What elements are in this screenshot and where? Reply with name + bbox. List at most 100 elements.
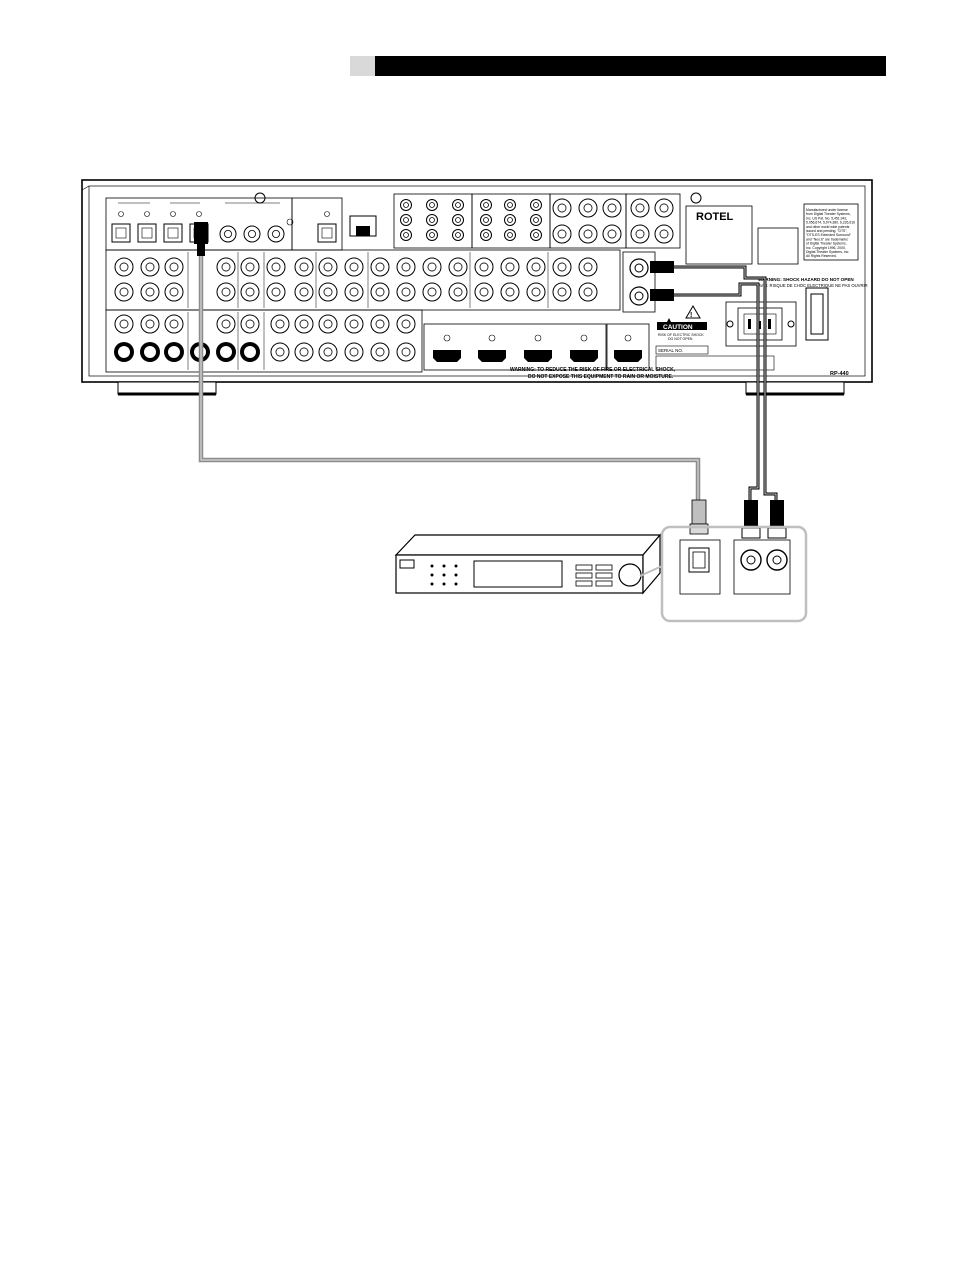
- source-button: [454, 564, 458, 568]
- rca-jack: [448, 282, 468, 302]
- rca-jack-center: [483, 217, 489, 223]
- rca-jack: [294, 282, 314, 302]
- optical-led: [170, 211, 176, 217]
- rca-jack-center: [583, 287, 593, 297]
- source-key: [575, 580, 593, 587]
- component-video-jacks: [400, 199, 542, 241]
- source-key: [575, 564, 593, 571]
- rca-jack: [500, 257, 520, 277]
- rca-jack-center: [169, 287, 179, 297]
- rca-jack: [370, 282, 390, 302]
- rca-jack: [266, 257, 286, 277]
- rca-jack: [504, 199, 516, 211]
- rca-jack-center: [505, 262, 515, 272]
- rca-jack-center: [375, 287, 385, 297]
- rca-jack: [530, 199, 542, 211]
- rca-jack: [426, 199, 438, 211]
- rca-jack-center: [483, 202, 489, 208]
- rca-jack: [370, 257, 390, 277]
- hdmi-port: [433, 350, 461, 362]
- rca-jack-center: [145, 262, 155, 272]
- rca-jack-center: [275, 319, 285, 329]
- rca-jack: [426, 214, 438, 226]
- rca-jack-center: [401, 287, 411, 297]
- rca-jack-center: [583, 262, 593, 272]
- rca-jack-center: [375, 262, 385, 272]
- rca-jack: [344, 257, 364, 277]
- rca-jack: [500, 282, 520, 302]
- rca-jack: [578, 198, 598, 218]
- rca-jack: [552, 224, 572, 244]
- rca-jack-center: [507, 232, 513, 238]
- rca-jack-center: [245, 262, 255, 272]
- rca-jack-center: [169, 262, 179, 272]
- rca-jack-center: [557, 287, 567, 297]
- rca-jack-center: [531, 262, 541, 272]
- rca-jack: [219, 225, 237, 243]
- rca-jack-center: [557, 262, 567, 272]
- warning-sub: DO NOT EXPOSE THIS EQUIPMENT TO RAIN OR …: [528, 374, 674, 380]
- rca-jack-center: [659, 229, 669, 239]
- rca-jack: [480, 214, 492, 226]
- rca-jack: [474, 282, 494, 302]
- rca-jack-center: [375, 319, 385, 329]
- serial-label: SERIAL NO.: [658, 348, 683, 353]
- brand-logo: ROTEL: [696, 211, 734, 223]
- warning-main: WARNING: TO REDUCE THE RISK OF FIRE OR E…: [510, 367, 676, 373]
- rca-jack: [164, 257, 184, 277]
- rca-jack: [474, 257, 494, 277]
- rca-jack: [114, 314, 134, 334]
- rca-jack: [240, 314, 260, 334]
- rca-jack-center: [271, 262, 281, 272]
- rca-jack: [370, 342, 390, 362]
- rca-jack: [140, 282, 160, 302]
- header-tab: [350, 56, 375, 76]
- optical-port-inner: [167, 227, 179, 239]
- rca-jack-center: [323, 319, 333, 329]
- source-button: [430, 573, 434, 577]
- svg-text:!: !: [690, 312, 692, 319]
- source-key: [595, 572, 613, 579]
- rca-jack: [318, 342, 338, 362]
- rca-jack: [654, 224, 674, 244]
- rca-jack-center: [455, 202, 461, 208]
- s-video-port-center: [220, 346, 232, 358]
- rca-jack-center: [349, 287, 359, 297]
- rca-jack: [452, 199, 464, 211]
- rca-jack: [526, 257, 546, 277]
- rca-jack: [526, 282, 546, 302]
- optical-port: [317, 223, 337, 243]
- rca-jack-center: [221, 319, 231, 329]
- rca-jack-center: [607, 229, 617, 239]
- screw: [286, 218, 294, 226]
- rca-jack: [164, 282, 184, 302]
- rca-jack: [480, 199, 492, 211]
- rca-jack-center: [505, 287, 515, 297]
- license-line: "DTS-ES Extended Surround": [806, 233, 852, 237]
- rca-jack-center: [659, 203, 669, 213]
- rca-jack: [294, 257, 314, 277]
- rca-jack-center: [583, 203, 593, 213]
- s-video-port-center: [168, 346, 180, 358]
- source-button: [442, 564, 446, 568]
- source-component: [394, 533, 662, 595]
- rca-jack: [216, 282, 236, 302]
- rca-jack-center: [349, 319, 359, 329]
- rca-jack-center: [299, 347, 309, 357]
- rca-jack: [266, 282, 286, 302]
- rca-jack: [318, 314, 338, 334]
- rca-jack-center: [401, 319, 411, 329]
- optical-led: [118, 211, 124, 217]
- rca-jack-center: [453, 287, 463, 297]
- rca-jack: [400, 229, 412, 241]
- rca-jack-center: [349, 347, 359, 357]
- rca-jack-center: [455, 217, 461, 223]
- rca-jack: [270, 342, 290, 362]
- header-bar: [350, 56, 886, 76]
- license-line: of Digital Theater Systems,: [806, 242, 847, 246]
- connector-inset: [639, 525, 808, 623]
- rca-jack: [318, 257, 338, 277]
- source-button: [454, 582, 458, 586]
- rca-jack-center: [531, 287, 541, 297]
- rca-jack-center: [453, 262, 463, 272]
